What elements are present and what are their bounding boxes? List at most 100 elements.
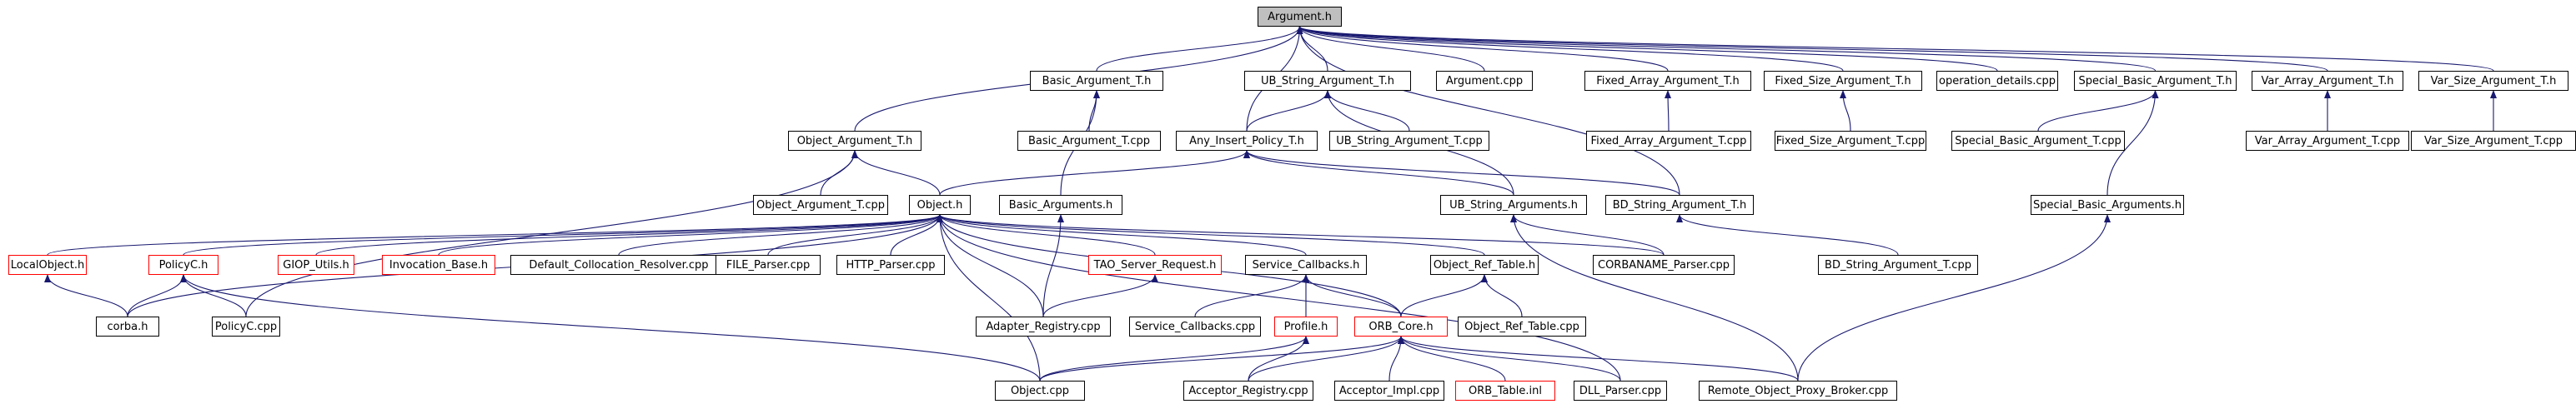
node-fixed-size-argument-t-h[interactable]: Fixed_Size_Argument_T.h [1764, 71, 1922, 91]
edge-n29-to-n21 [438, 214, 943, 256]
edge-n30-to-n21 [618, 214, 943, 256]
node-localobject-h[interactable]: LocalObject.h [8, 255, 87, 275]
node-invocation-base-h[interactable]: Invocation_Base.h [382, 255, 495, 275]
node-argument-h[interactable]: Argument.h [1258, 7, 1342, 27]
edge-n38-to-n26 [44, 274, 128, 317]
node-default-collocation-resolver-cpp[interactable]: Default_Collocation_Resolver.cpp [510, 255, 727, 275]
node-var-array-argument-t-cpp[interactable]: Var_Array_Argument_T.cpp [2246, 131, 2409, 151]
edge-n40-to-n21 [936, 214, 1044, 317]
edge-n40-to-n22 [1042, 214, 1064, 317]
edge-n45-to-n42 [1039, 336, 1309, 382]
edge-n13-to-n3 [1246, 90, 1331, 132]
edge-n50-to-n43 [1398, 336, 1799, 382]
node-ub-string-arguments-h[interactable]: UB_String_Arguments.h [1440, 195, 1587, 215]
node-adapter-registry-cpp[interactable]: Adapter_Registry.cpp [976, 317, 1111, 337]
edge-n48-to-n43 [1398, 336, 1506, 382]
node-object-argument-t-h[interactable]: Object_Argument_T.h [788, 131, 921, 151]
edge-n8-to-n1 [1296, 26, 2157, 72]
node-acceptor-registry-cpp[interactable]: Acceptor_Registry.cpp [1183, 381, 1313, 401]
edge-n26-to-n21 [47, 214, 943, 256]
node-bd-string-argument-t-h[interactable]: BD_String_Argument_T.h [1605, 195, 1754, 215]
edge-n25-to-n8 [2106, 90, 2159, 196]
edge-n36-to-n23 [1510, 214, 1665, 256]
edge-n4-to-n1 [1296, 26, 1485, 72]
edge-n34-to-n21 [936, 214, 1307, 256]
edge-n16-to-n6 [1840, 90, 1851, 132]
edge-n9-to-n1 [1296, 26, 2328, 72]
edge-n44-to-n35 [1481, 274, 1523, 317]
edge-n21-to-n13 [939, 150, 1250, 196]
node-var-size-argument-t-h[interactable]: Var_Size_Argument_T.h [2418, 71, 2568, 91]
edge-n10-to-n1 [1296, 26, 2494, 72]
node-tao-server-request-h[interactable]: TAO_Server_Request.h [1088, 255, 1222, 275]
node-ub-string-argument-t-h[interactable]: UB_String_Argument_T.h [1244, 71, 1411, 91]
node-object-argument-t-cpp[interactable]: Object_Argument_T.cpp [753, 195, 888, 215]
edge-n27-to-n21 [183, 214, 943, 256]
node-policyc-h[interactable]: PolicyC.h [148, 255, 218, 275]
node-service-callbacks-cpp[interactable]: Service_Callbacks.cpp [1129, 317, 1261, 337]
node-basic-argument-t-h[interactable]: Basic_Argument_T.h [1030, 71, 1163, 91]
node-operation-details-cpp[interactable]: operation_details.cpp [1936, 71, 2058, 91]
node-special-basic-argument-t-h[interactable]: Special_Basic_Argument_T.h [2074, 71, 2237, 91]
node-fixed-size-argument-t-cpp[interactable]: Fixed_Size_Argument_T.cpp [1775, 131, 1926, 151]
node-http-parser-cpp[interactable]: HTTP_Parser.cpp [836, 255, 945, 275]
edge-n21-to-n11 [851, 150, 941, 196]
edge-n49-to-n43 [1398, 336, 1621, 382]
node-var-array-argument-t-h[interactable]: Var_Array_Argument_T.h [2252, 71, 2403, 91]
edge-n45-to-n21 [936, 214, 1041, 382]
node-any-insert-policy-t-h[interactable]: Any_Insert_Policy_T.h [1176, 131, 1318, 151]
node-corbaname-parser-cpp[interactable]: CORBANAME_Parser.cpp [1593, 255, 1735, 275]
node-object-h[interactable]: Object.h [909, 195, 971, 215]
node-service-callbacks-h[interactable]: Service_Callbacks.h [1245, 255, 1367, 275]
node-profile-h[interactable]: Profile.h [1274, 317, 1338, 337]
edge-n43-to-n34 [1303, 274, 1402, 317]
edge-n50-to-n25 [1797, 214, 2111, 382]
node-bd-string-argument-t-cpp[interactable]: BD_String_Argument_T.cpp [1818, 255, 1978, 275]
edge-n24-to-n1 [1296, 26, 1680, 196]
edge-n37-to-n24 [1676, 214, 1899, 256]
edge-n45-to-n43 [1039, 336, 1404, 382]
edge-n23-to-n13 [1243, 150, 1514, 196]
edge-n45-to-n27 [180, 274, 1041, 382]
edge-n36-to-n21 [936, 214, 1665, 256]
node-policyc-cpp[interactable]: PolicyC.cpp [212, 317, 280, 337]
edge-n5-to-n1 [1296, 26, 1669, 72]
edge-n38-to-n27 [127, 274, 187, 317]
node-ub-string-argument-t-cpp[interactable]: UB_String_Argument_T.cpp [1329, 131, 1489, 151]
edge-n7-to-n1 [1296, 26, 1998, 72]
node-argument-cpp[interactable]: Argument.cpp [1436, 71, 1533, 91]
node-remote-object-proxy-broker-cpp[interactable]: Remote_Object_Proxy_Broker.cpp [1699, 381, 1897, 401]
node-orb-core-h[interactable]: ORB_Core.h [1354, 317, 1448, 337]
node-fixed-array-argument-t-cpp[interactable]: Fixed_Array_Argument_T.cpp [1586, 131, 1751, 151]
edge-n41-to-n34 [1194, 274, 1309, 317]
node-acceptor-impl-cpp[interactable]: Acceptor_Impl.cpp [1334, 381, 1444, 401]
node-basic-argument-t-cpp[interactable]: Basic_Argument_T.cpp [1017, 131, 1161, 151]
edge-n46-to-n43 [1248, 336, 1404, 382]
node-basic-arguments-h[interactable]: Basic_Arguments.h [999, 195, 1122, 215]
node-special-basic-argument-t-cpp[interactable]: Special_Basic_Argument_T.cpp [1951, 131, 2125, 151]
node-dll-parser-cpp[interactable]: DLL_Parser.cpp [1574, 381, 1667, 401]
node-object-ref-table-h[interactable]: Object_Ref_Table.h [1430, 255, 1539, 275]
edge-n35-to-n21 [936, 214, 1485, 256]
node-orb-table-inl[interactable]: ORB_Table.inl [1455, 381, 1555, 401]
edge-n43-to-n35 [1400, 274, 1488, 317]
edge-n46-to-n42 [1248, 336, 1309, 382]
node-object-cpp[interactable]: Object.cpp [995, 381, 1085, 401]
edge-n49-to-n21 [936, 214, 1621, 382]
edge-n17-to-n8 [2037, 90, 2159, 132]
node-var-size-argument-t-cpp[interactable]: Var_Size_Argument_T.cpp [2411, 131, 2576, 151]
edge-n33-to-n21 [936, 214, 1156, 256]
node-fixed-array-argument-t-h[interactable]: Fixed_Array_Argument_T.h [1584, 71, 1751, 91]
node-giop-utils-h[interactable]: GIOP_Utils.h [278, 255, 354, 275]
node-object-ref-table-cpp[interactable]: Object_Ref_Table.cpp [1458, 317, 1586, 337]
edge-n14-to-n3 [1324, 90, 1410, 132]
edge-n15-to-n5 [1665, 90, 1672, 132]
node-corba-h[interactable]: corba.h [96, 317, 159, 337]
edge-n28-to-n21 [315, 214, 943, 256]
node-file-parser-cpp[interactable]: FILE_Parser.cpp [716, 255, 821, 275]
node-special-basic-arguments-h[interactable]: Special_Basic_Arguments.h [2031, 195, 2184, 215]
edge-n12-to-n2 [1088, 90, 1100, 132]
edge-n24-to-n13 [1243, 150, 1680, 196]
